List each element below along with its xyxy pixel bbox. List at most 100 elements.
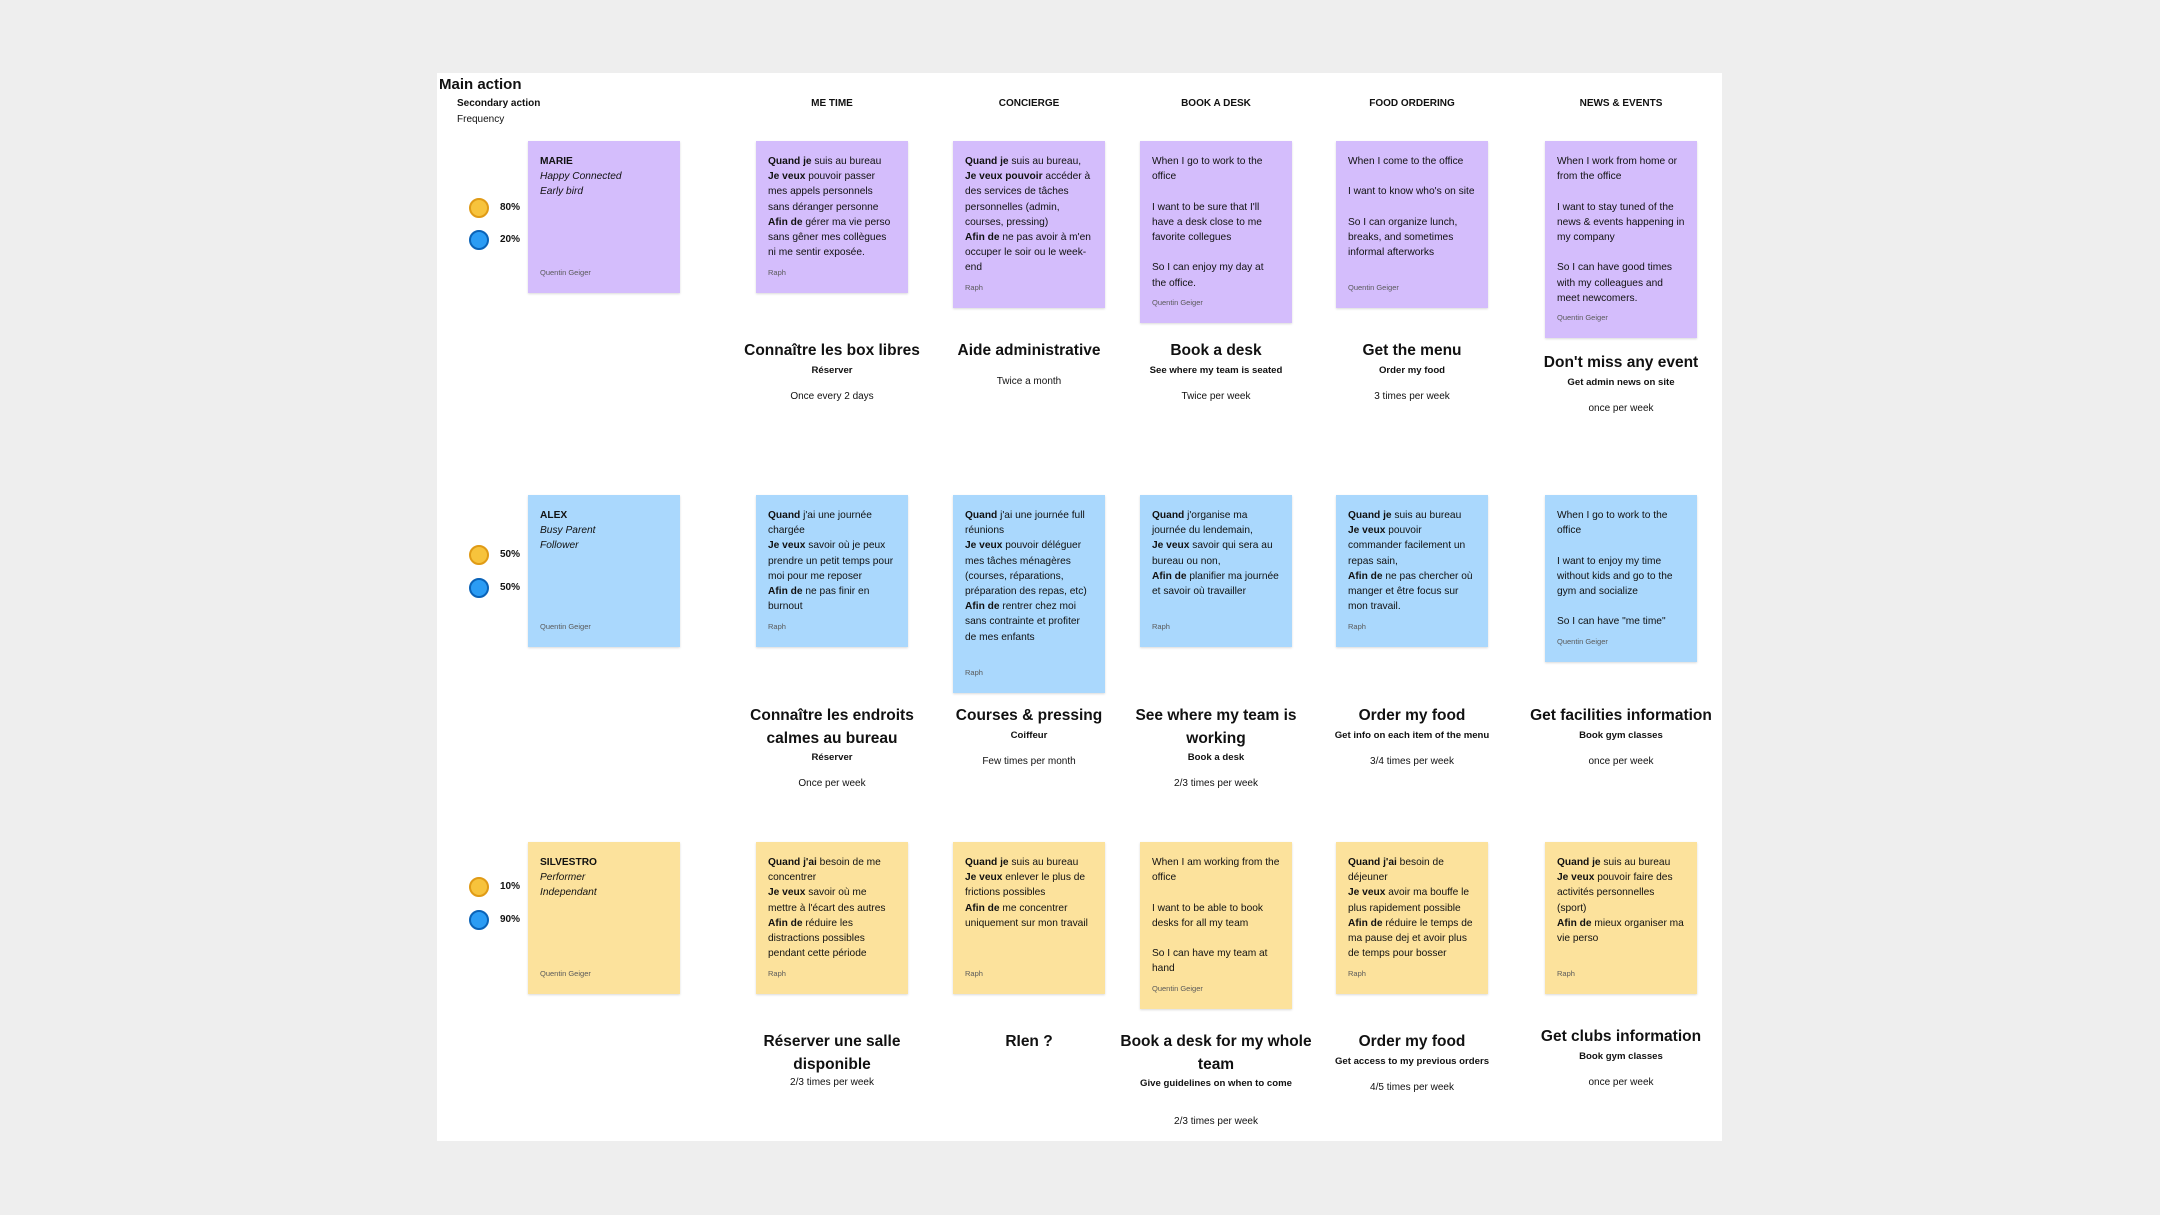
secondary-action: Coiffeur <box>1010 729 1048 741</box>
sticky-keyword: Quand je <box>1348 510 1392 521</box>
persona-trait: Follower <box>540 540 579 552</box>
sticky-text: Quand je suis au bureau Je veux pouvoir … <box>1348 508 1476 614</box>
sticky-keyword: Afin de <box>768 586 803 598</box>
sticky-text: Quand je suis au bureau Je veux pouvoir … <box>1557 855 1685 946</box>
secondary-action: See where my team is seated <box>1149 364 1283 376</box>
sticky-author: Raph <box>965 282 983 292</box>
sticky-phrase: ne pas avoir à m'en occuper le soir ou l… <box>965 232 1091 274</box>
sticky-text: Quand j'ai une journée full réunions Je … <box>965 508 1093 645</box>
main-action: Aide administrative <box>957 342 1101 359</box>
main-action: Réserver une salle disponible <box>763 1033 901 1073</box>
secondary-action: Get info on each item of the menu <box>1334 729 1490 741</box>
sticky-note-news-events[interactable]: When I go to work to the office I want t… <box>1545 495 1697 662</box>
sticky-note-news-events[interactable]: When I work from home or from the office… <box>1545 141 1697 338</box>
frequency: once per week <box>1588 1076 1654 1088</box>
secondary-action: Get access to my previous orders <box>1334 1055 1490 1067</box>
sticky-text: Quand je suis au bureau Je veux pouvoir … <box>768 154 896 260</box>
persona-trait: Independant <box>540 887 597 899</box>
sticky-keyword: Je veux <box>768 171 806 183</box>
sticky-text: When I work from home or from the office… <box>1557 154 1685 306</box>
sticky-keyword: Afin de <box>1348 917 1383 929</box>
sticky-note-book-a-desk[interactable]: When I am working from the office I want… <box>1140 842 1292 1009</box>
sticky-note-book-a-desk[interactable]: When I go to work to the office I want t… <box>1140 141 1292 323</box>
sticky-note-food-ordering[interactable]: When I come to the office I want to know… <box>1336 141 1488 308</box>
sticky-text: When I am working from the office I want… <box>1152 855 1280 977</box>
sticky-text: Quand j'ai une journée chargée Je veux s… <box>768 508 896 614</box>
sticky-phrase: savoir où me mettre à l'écart des autres <box>768 887 886 914</box>
secondary-action: Order my food <box>1378 364 1446 376</box>
sticky-author: Raph <box>1557 968 1575 978</box>
yellow-dot-icon <box>469 198 489 218</box>
sticky-text: Quand j'ai besoin de déjeuner Je veux av… <box>1348 855 1476 961</box>
main-action: Don't miss any event <box>1543 354 1699 371</box>
sticky-note-food-ordering[interactable]: Quand j'ai besoin de déjeuner Je veux av… <box>1336 842 1488 994</box>
frequency: Twice per week <box>1181 390 1251 402</box>
column-header-me-time: ME TIME <box>811 98 853 109</box>
yellow-dot-icon <box>469 877 489 897</box>
main-action: Connaître les box libres <box>744 342 920 359</box>
sticky-note-me-time[interactable]: Quand j'ai besoin de me concentrer Je ve… <box>756 842 908 994</box>
frequency: Once every 2 days <box>790 390 874 402</box>
sticky-note-concierge[interactable]: Quand je suis au bureau Je veux enlever … <box>953 842 1105 994</box>
sticky-phrase: suis au bureau, <box>1011 156 1082 167</box>
frequency: 2/3 times per week <box>1174 1116 1258 1127</box>
sticky-keyword: Je veux <box>965 540 1003 552</box>
sticky-keyword: Je veux <box>1557 872 1595 884</box>
frequency: once per week <box>1588 755 1654 767</box>
sticky-phrase: j'ai une journée full réunions <box>965 510 1085 537</box>
sticky-phrase: suis au bureau <box>814 156 882 167</box>
sticky-keyword: Afin de <box>965 902 1000 914</box>
main-action: RIen ? <box>1005 1033 1053 1050</box>
main-action: Get clubs information <box>1540 1028 1702 1045</box>
yellow-percentage: 80% <box>500 202 521 213</box>
frequency: 3 times per week <box>1374 390 1450 402</box>
sticky-note-concierge[interactable]: Quand j'ai une journée full réunions Je … <box>953 495 1105 693</box>
sticky-keyword: Je veux <box>1348 887 1386 899</box>
sticky-note-me-time[interactable]: Quand j'ai une journée chargée Je veux s… <box>756 495 908 647</box>
frequency: Twice a month <box>996 375 1062 387</box>
frequency: Few times per month <box>982 755 1076 767</box>
sticky-phrase: accéder à des services de tâches personn… <box>965 171 1091 228</box>
sticky-keyword: Je veux pouvoir <box>965 171 1043 183</box>
sticky-note-book-a-desk[interactable]: Quand j'organise ma journée du lendemain… <box>1140 495 1292 647</box>
sticky-keyword: Quand je <box>965 857 1009 868</box>
sticky-phrase: j'ai une journée chargée <box>768 510 872 537</box>
sticky-keyword: Afin de <box>768 917 803 929</box>
persona-role: Performer <box>540 872 586 884</box>
persona-role: Busy Parent <box>540 525 596 537</box>
sticky-note-me-time[interactable]: Quand je suis au bureau Je veux pouvoir … <box>756 141 908 293</box>
legend-frequency: Frequency <box>457 114 505 125</box>
main-action: Order my food <box>1358 707 1466 724</box>
sticky-phrase: suis au bureau <box>1394 510 1462 521</box>
main-action: Order my food <box>1358 1033 1466 1050</box>
blue-dot-icon <box>469 578 489 598</box>
column-header-book-a-desk: BOOK A DESK <box>1181 98 1251 109</box>
sticky-keyword: Je veux <box>1348 525 1386 537</box>
main-action: Get facilities information <box>1530 707 1712 724</box>
sticky-keyword: Afin de <box>768 216 803 228</box>
sticky-phrase: gérer ma vie perso sans gêner mes collèg… <box>768 216 891 259</box>
secondary-action: Réserver <box>811 364 853 376</box>
sticky-note-news-events[interactable]: Quand je suis au bureau Je veux pouvoir … <box>1545 842 1697 994</box>
legend-main-action: Main action <box>439 76 522 93</box>
frequency: Once per week <box>798 778 866 789</box>
sticky-text: Quand j'organise ma journée du lendemain… <box>1152 508 1280 599</box>
sticky-phrase: besoin de me concentrer <box>768 857 881 884</box>
sticky-note-concierge[interactable]: Quand je suis au bureau, Je veux pouvoir… <box>953 141 1105 308</box>
secondary-action: Give guidelines on when to come <box>1140 1078 1292 1089</box>
sticky-note-food-ordering[interactable]: Quand je suis au bureau Je veux pouvoir … <box>1336 495 1488 647</box>
column-header-news-events: NEWS & EVENTS <box>1579 98 1663 109</box>
sticky-author: Raph <box>965 667 983 677</box>
